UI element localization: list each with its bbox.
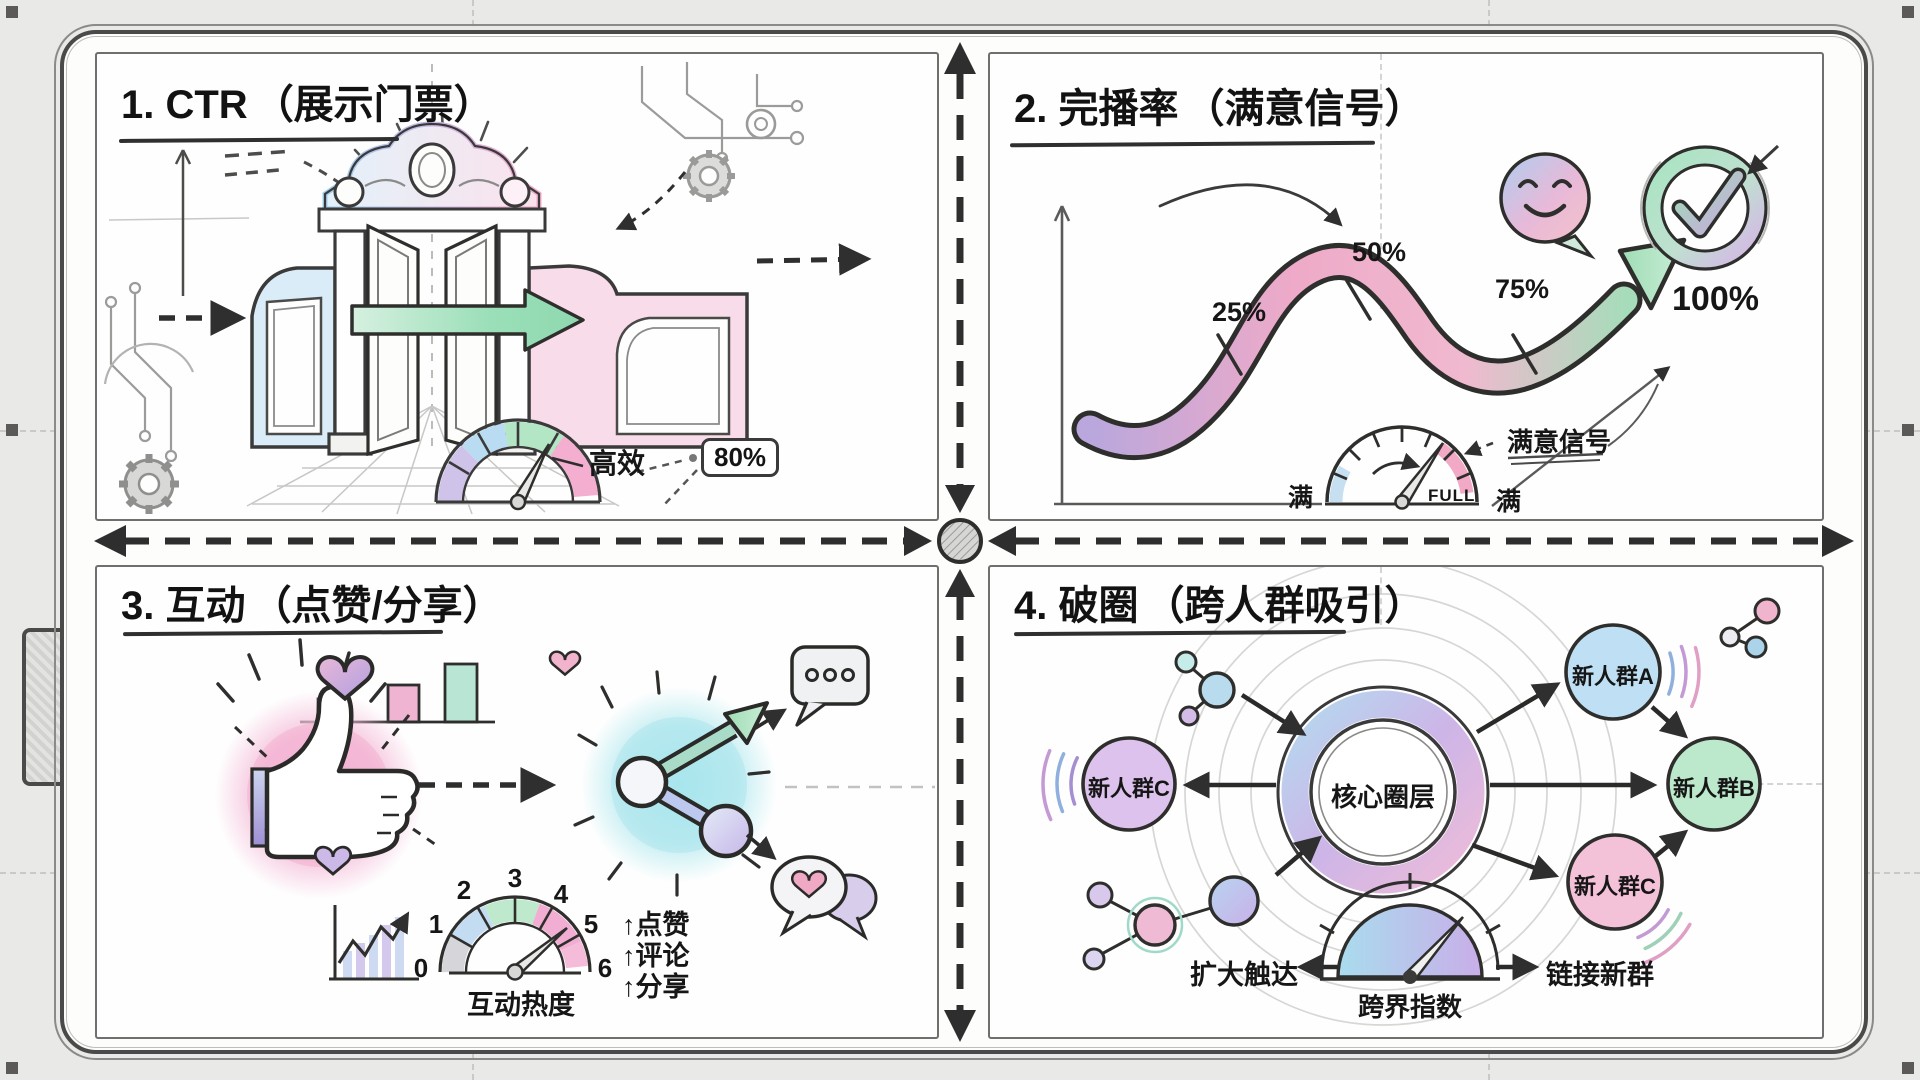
crop-mark <box>6 424 18 436</box>
gate-doors <box>366 223 498 457</box>
panel3-title: 3. 互动 （点赞/分享） <box>121 585 503 627</box>
gauge-tick-2: 2 <box>456 875 472 905</box>
gauge-full-label: FULL <box>1428 486 1476 505</box>
gauge-tick-5: 5 <box>583 909 599 939</box>
milestone-100: 100% <box>1672 280 1759 318</box>
axis-doodle-icon <box>1053 205 1671 507</box>
speech-bubble-icon <box>753 645 870 731</box>
axis-doodle-icon <box>174 149 380 296</box>
circuit-icon <box>640 62 805 165</box>
reach-label: 扩大触达 <box>1190 960 1298 990</box>
draft-guide <box>1380 567 1382 625</box>
ctr-gauge-icon <box>434 418 698 511</box>
panel1-title-paren: （展示门票） <box>253 83 494 127</box>
link-label: 链接新群 <box>1546 960 1654 990</box>
panel4-title: 4. 破圈 （跨人群吸引） <box>1014 585 1424 627</box>
check-circle-icon <box>1640 143 1780 273</box>
panel4-title-number: 4. 破圈 <box>1014 584 1139 628</box>
group-left-label: 新人群C <box>1088 776 1170 801</box>
metric-share: ↑分享 <box>622 972 690 1002</box>
group-c-label: 新人群C <box>1574 874 1656 899</box>
wifi-arcs-icon <box>1525 584 1703 970</box>
panel3-title-paren: （点赞/分享） <box>251 584 503 628</box>
panel4-title-paren: （跨人群吸引） <box>1144 584 1425 628</box>
ctr-gauge-label: 高效 <box>589 448 646 479</box>
gauge-tick-6: 6 <box>597 953 613 983</box>
panel1-title-number: 1. CTR <box>121 83 248 127</box>
molecule-icon <box>1082 875 1260 971</box>
ctr-flow-arrow-icon <box>350 288 585 352</box>
metric-comment: ↑评论 <box>622 941 690 971</box>
crop-mark <box>1902 424 1914 436</box>
gauge-left-label: 满 <box>1288 484 1314 512</box>
group-a-label: 新人群A <box>1572 664 1654 689</box>
gate-header <box>317 121 547 233</box>
core-circle <box>1276 685 1490 899</box>
group-circle-left-c <box>1081 736 1177 832</box>
draft-guide <box>1380 54 1382 309</box>
group-circle-c <box>1566 833 1664 931</box>
thumbs-up-icon <box>215 638 440 899</box>
completion-gauge-icon <box>1325 383 1659 510</box>
share-icon <box>573 670 777 897</box>
engagement-gauge-label: 互动热度 <box>467 990 575 1020</box>
breakout-gauge-icon <box>1319 873 1501 984</box>
panel-engagement: 3. 互动 （点赞/分享） 0 1 2 3 4 5 6 互动热度 ↑点赞 ↑评论… <box>95 565 939 1039</box>
crop-mark <box>1902 1062 1914 1074</box>
gauge-tick-0: 0 <box>413 953 429 983</box>
gear-icon <box>119 454 179 514</box>
crop-mark <box>6 6 18 18</box>
group-circle-a <box>1564 623 1662 721</box>
completion-wave-arrow-icon <box>1071 183 1687 460</box>
metric-like: ↑点赞 <box>622 910 690 940</box>
dashed-flow-arrows <box>159 171 872 336</box>
gauge-tick-4: 4 <box>553 879 569 909</box>
circuit-icon <box>103 281 195 463</box>
gate-left-wall <box>250 266 337 449</box>
ctr-value-badge: 80% <box>701 438 780 477</box>
wifi-arcs-icon <box>1041 696 1217 872</box>
crop-mark <box>1902 6 1914 18</box>
heart-icon <box>313 650 582 876</box>
panel3-title-number: 3. 互动 <box>121 584 246 628</box>
gauge-tick-1: 1 <box>428 909 444 939</box>
panel1-title: 1. CTR （展示门票） <box>121 84 494 126</box>
engagement-illustration <box>215 638 935 981</box>
completion-wave-illustration <box>1053 143 1780 510</box>
heart-chat-icon <box>745 833 878 941</box>
breakout-gauge-label: 跨界指数 <box>1358 992 1463 1022</box>
engagement-gauge-icon <box>438 895 592 981</box>
panel-ctr: 1. CTR （展示门票） 高效 80% <box>95 52 939 521</box>
smiley-face-icon <box>1499 152 1596 260</box>
panel-breakout: 4. 破圈 （跨人群吸引） 核心圈层 新人群C 新人群A 新人群B 新人群C 扩… <box>988 565 1824 1039</box>
panel-completion: 2. 完播率 （满意信号） 25% 50% 75% 100% 满 FULL 满 … <box>988 52 1824 521</box>
group-b-label: 新人群B <box>1673 776 1755 801</box>
line-chart-icon <box>329 905 419 981</box>
molecule-icon <box>1719 597 1781 659</box>
gauge-right-label: 满 <box>1496 488 1522 516</box>
group-circle-b <box>1666 736 1762 832</box>
core-label: 核心圈层 <box>1331 782 1436 812</box>
draft-guide <box>1738 783 1822 785</box>
milestone-25: 25% <box>1212 297 1267 327</box>
ctr-gate-illustration <box>103 62 872 515</box>
molecule-icon <box>1174 650 1236 727</box>
breakout-illustration <box>1041 567 1781 1026</box>
gear-icon <box>683 108 777 202</box>
panel2-title-number: 2. 完播率 <box>1014 87 1179 131</box>
satisfaction-callout: 满意信号 <box>1507 427 1612 457</box>
breakout-arrows <box>1182 682 1689 881</box>
crop-mark <box>6 1062 18 1074</box>
panel2-title: 2. 完播率 （满意信号） <box>1014 88 1424 130</box>
gauge-tick-3: 3 <box>507 863 523 893</box>
milestone-50: 50% <box>1352 237 1407 267</box>
gate-right-wall <box>527 264 749 449</box>
panel2-title-paren: （满意信号） <box>1184 87 1425 131</box>
milestone-75: 75% <box>1495 274 1550 304</box>
